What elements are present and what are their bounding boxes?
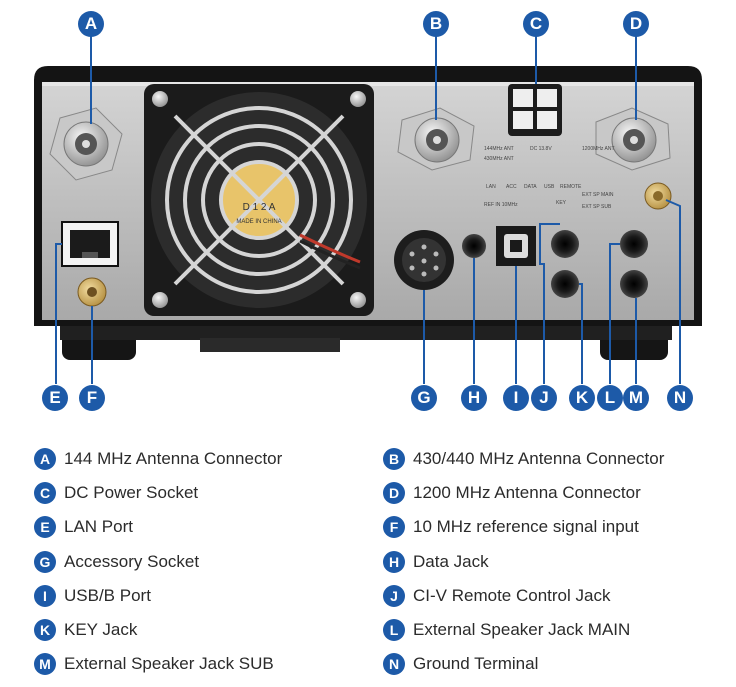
callout-badge-d: D: [623, 11, 649, 37]
legend-badge-m: M: [34, 653, 56, 675]
legend-badge-d: D: [383, 482, 405, 504]
rear-panel-diagram: D 1 2 A MADE IN CHINA 144MHz ANT DC 13.8…: [34, 36, 702, 384]
legend-item-n: N Ground Terminal: [383, 653, 538, 675]
legend-item-h: H Data Jack: [383, 551, 489, 573]
legend-text-g: Accessory Socket: [64, 552, 200, 571]
legend-badge-c: C: [34, 482, 56, 504]
callout-badge-n: N: [667, 385, 693, 411]
legend-text-i: USB/B Port: [64, 586, 151, 605]
legend-item-c: C DC Power Socket: [34, 482, 198, 504]
legend-text-h: Data Jack: [413, 552, 489, 571]
panel-label-ref: REF IN 10MHz: [484, 202, 518, 208]
legend-item-m: M External Speaker Jack SUB: [34, 653, 274, 675]
legend-badge-b: B: [383, 448, 405, 470]
legend-text-k: KEY Jack: [64, 620, 138, 639]
legend-badge-f: F: [383, 516, 405, 538]
legend-text-a: 144 MHz Antenna Connector: [64, 449, 283, 468]
legend-text-n: Ground Terminal: [413, 654, 539, 673]
panel-label-usb: USB: [544, 184, 555, 190]
leader-lines: [55, 36, 681, 384]
panel-label-remote: REMOTE: [560, 184, 582, 190]
legend-item-a: A 144 MHz Antenna Connector: [34, 448, 282, 470]
legend-text-c: DC Power Socket: [64, 483, 199, 502]
accessory-socket[interactable]: [394, 230, 454, 290]
legend-badge-n: N: [383, 653, 405, 675]
ref-input-connector[interactable]: [77, 277, 107, 307]
legend-badge-e: E: [34, 516, 56, 538]
legend-item-l: L External Speaker Jack MAIN: [383, 619, 630, 641]
legend-badge-g: G: [34, 551, 56, 573]
legend-badge-a: A: [34, 448, 56, 470]
panel-label-430: 430MHz ANT: [484, 156, 514, 162]
callout-badge-i: I: [503, 385, 529, 411]
lan-port[interactable]: [61, 221, 119, 267]
legend-item-b: B 430/440 MHz Antenna Connector: [383, 448, 664, 470]
panel-label-dc: DC 13.8V: [530, 146, 552, 152]
legend-item-e: E LAN Port: [34, 516, 133, 538]
callout-badge-b: B: [423, 11, 449, 37]
legend-text-f: 10 MHz reference signal input: [413, 517, 639, 536]
panel-label-sp-sub: EXT SP SUB: [582, 204, 612, 210]
callout-badge-h: H: [461, 385, 487, 411]
legend-text-d: 1200 MHz Antenna Connector: [413, 483, 641, 502]
legend-text-m: External Speaker Jack SUB: [64, 654, 274, 673]
antenna-connector-430[interactable]: [397, 107, 475, 171]
legend-badge-i: I: [34, 585, 56, 607]
panel-label-key: KEY: [556, 200, 567, 206]
legend-item-j: J CI-V Remote Control Jack: [383, 585, 610, 607]
dc-power-socket[interactable]: [508, 84, 562, 136]
legend-badge-l: L: [383, 619, 405, 641]
callout-badge-f: F: [79, 385, 105, 411]
legend-item-f: F 10 MHz reference signal input: [383, 516, 639, 538]
panel-label-144: 144MHz ANT: [484, 146, 514, 152]
ext-speaker-main-jack[interactable]: [620, 230, 648, 258]
callout-badge-j: J: [531, 385, 557, 411]
callout-badge-g: G: [411, 385, 437, 411]
fan-model-text: D 1 2 A: [243, 202, 276, 213]
callout-badge-e: E: [42, 385, 68, 411]
legend-item-g: G Accessory Socket: [34, 551, 199, 573]
panel-label-sp-main: EXT SP MAIN: [582, 192, 614, 198]
legend-text-l: External Speaker Jack MAIN: [413, 620, 631, 639]
cooling-fan: D 1 2 A MADE IN CHINA: [144, 84, 374, 316]
panel-label-data: DATA: [524, 184, 537, 190]
legend-item-d: D 1200 MHz Antenna Connector: [383, 482, 641, 504]
fan-sticker-text: MADE IN CHINA: [236, 219, 281, 225]
callout-badge-l: L: [597, 385, 623, 411]
panel-printing: 144MHz ANT DC 13.8V 1200MHz ANT LAN ACC …: [484, 146, 615, 210]
callout-badge-a: A: [78, 11, 104, 37]
callout-badge-c: C: [523, 11, 549, 37]
legend-text-b: 430/440 MHz Antenna Connector: [413, 449, 665, 468]
callout-badge-m: M: [623, 385, 649, 411]
antenna-connector-1200[interactable]: [595, 107, 671, 171]
legend-badge-j: J: [383, 585, 405, 607]
legend-text-e: LAN Port: [64, 517, 133, 536]
panel-label-acc: ACC: [506, 184, 517, 190]
remote-jack[interactable]: [551, 230, 579, 258]
legend-text-j: CI-V Remote Control Jack: [413, 586, 611, 605]
antenna-connector-144[interactable]: [49, 107, 123, 181]
usb-b-port[interactable]: [496, 226, 536, 266]
legend-item-i: I USB/B Port: [34, 585, 151, 607]
data-jack[interactable]: [462, 234, 486, 258]
key-jack[interactable]: [551, 270, 579, 298]
panel-label-lan: LAN: [486, 184, 496, 190]
legend-badge-k: K: [34, 619, 56, 641]
ground-terminal[interactable]: [644, 182, 672, 210]
panel-label-1200: 1200MHz ANT: [582, 146, 615, 152]
legend-item-k: K KEY Jack: [34, 619, 137, 641]
ext-speaker-sub-jack[interactable]: [620, 270, 648, 298]
callout-badge-k: K: [569, 385, 595, 411]
legend-badge-h: H: [383, 551, 405, 573]
